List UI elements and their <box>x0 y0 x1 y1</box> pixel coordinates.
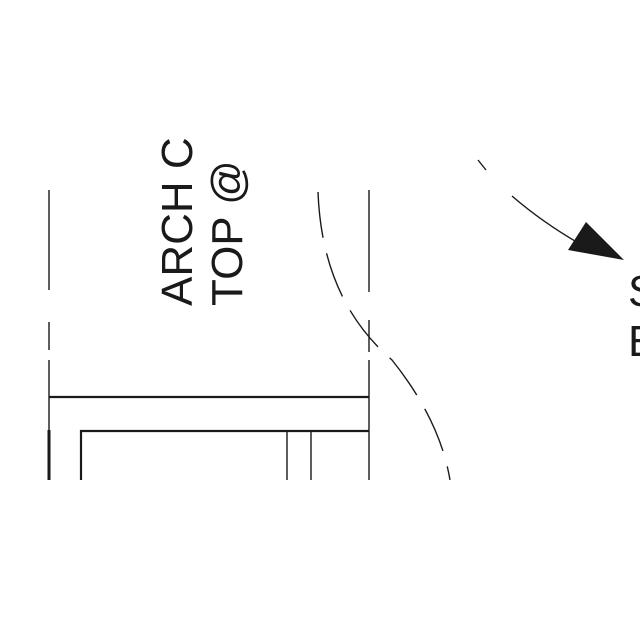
side-note-line-2: E <box>628 317 640 366</box>
vertical-note-line-2: TOP @ <box>203 160 252 306</box>
vertical-note: ARCH C TOP @ <box>153 137 252 306</box>
vertical-note-line-1: ARCH C <box>153 137 202 306</box>
leader-arc <box>477 159 581 245</box>
side-note-line-1: S <box>628 267 640 316</box>
arch-dashed-arc <box>317 191 451 481</box>
leader-arrowhead-icon <box>568 222 624 260</box>
inner-frame <box>79 429 369 480</box>
